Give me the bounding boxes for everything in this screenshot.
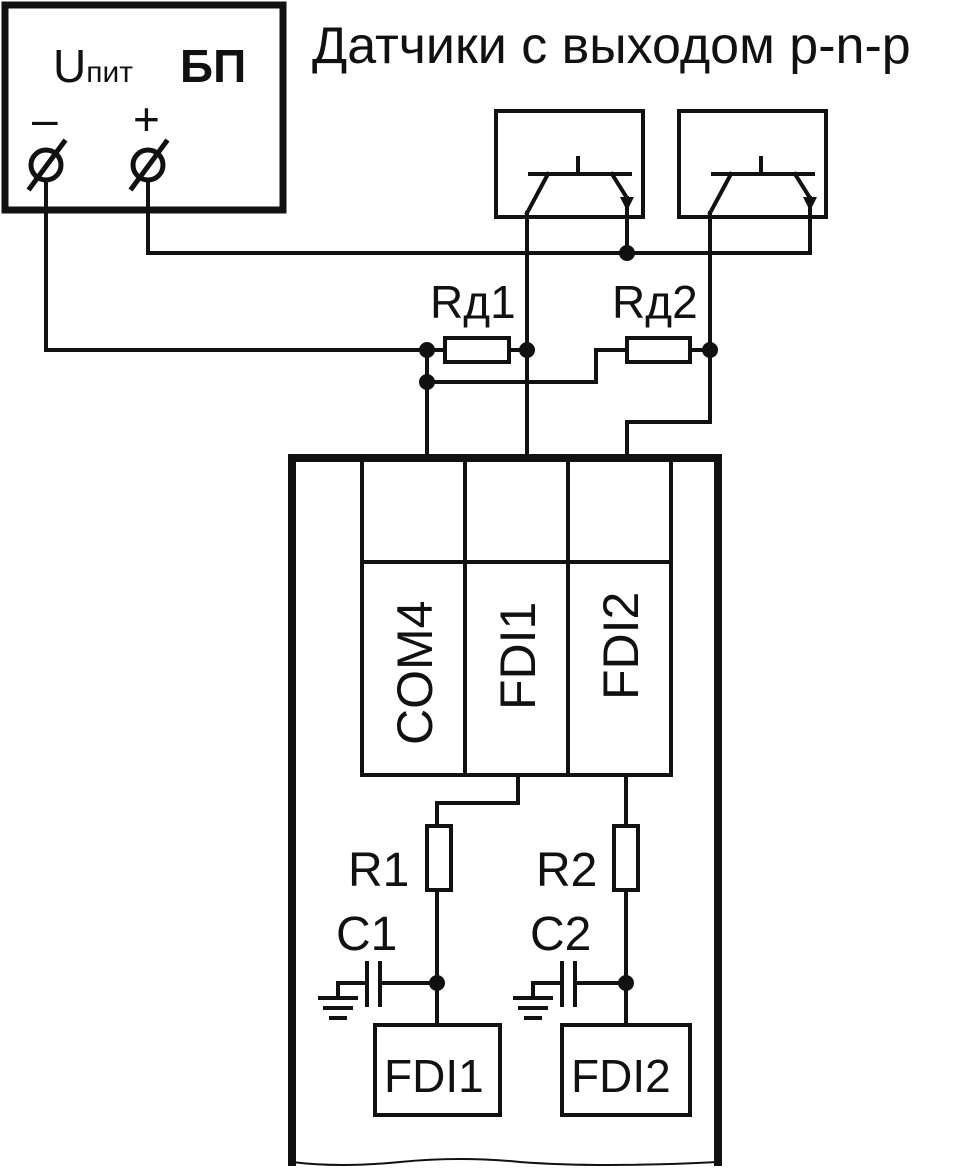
power-supply-name: БП xyxy=(180,40,246,92)
terminal-fdi2-label: FDI2 xyxy=(593,592,649,700)
fdi1-box xyxy=(373,1023,502,1117)
rd1-label: Rд1 xyxy=(430,276,516,328)
terminal-fdi1-label: FDI1 xyxy=(490,602,546,710)
u-supply-label: Uпит xyxy=(53,40,133,92)
plus-supply-wire xyxy=(146,178,812,255)
power-supply-box xyxy=(1,1,287,214)
diagram-title: Датчики с выходом p-n-p xyxy=(312,17,911,75)
sensor-2-output-wire xyxy=(625,211,712,460)
terminal-com4-label: COM4 xyxy=(387,601,443,745)
sensor-2-switch-icon xyxy=(707,156,815,216)
fdi1-inner-wire xyxy=(435,773,520,828)
resistor-rd2 xyxy=(625,336,692,364)
minus-supply-wire xyxy=(44,178,447,352)
fdi2-box xyxy=(560,1023,692,1117)
sensor-1-arrow-icon xyxy=(620,197,634,211)
r1-label: R1 xyxy=(348,844,409,897)
c2-label: C2 xyxy=(530,908,591,961)
rd2-left-wire xyxy=(425,348,629,384)
capacitor-c2-icon xyxy=(513,961,577,1020)
resistor-r2 xyxy=(612,824,640,892)
junction-dots xyxy=(419,245,718,991)
c1-label: C1 xyxy=(336,908,397,961)
resistor-rd1 xyxy=(443,336,511,364)
sensor-1-switch-icon xyxy=(524,156,632,216)
minus-label: – xyxy=(32,93,58,145)
sensor-1-box xyxy=(494,109,645,219)
resistor-r1 xyxy=(425,824,453,892)
r2-label: R2 xyxy=(536,844,597,897)
rd2-label: Rд2 xyxy=(612,276,698,328)
fdi2-box-label: FDI2 xyxy=(571,1050,671,1102)
sensor-2-arrow-icon xyxy=(803,197,817,211)
fdi1-box-label: FDI1 xyxy=(384,1050,484,1102)
sensor-2-box xyxy=(677,109,828,219)
plus-label: + xyxy=(133,93,160,145)
capacitor-c1-icon xyxy=(318,961,382,1020)
